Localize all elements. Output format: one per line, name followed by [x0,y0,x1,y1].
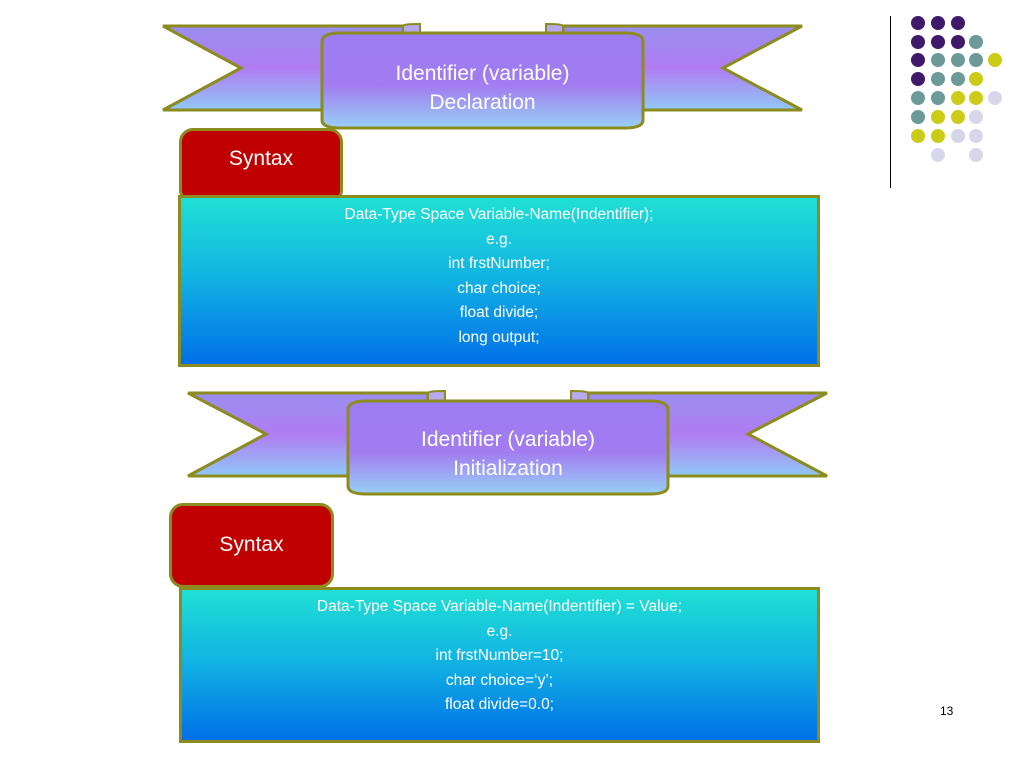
dot [969,148,983,162]
dot [911,53,925,67]
dot [988,91,1002,105]
dot [911,72,925,86]
dot [969,110,983,124]
initialization-syntax-box: Data-Type Space Variable-Name(Indentifie… [179,587,820,743]
declaration-syntax-box: Data-Type Space Variable-Name(Indentifie… [178,195,820,367]
dot [911,91,925,105]
syntax-line: int frstNumber=10; [435,647,564,664]
syntax-line: e.g. [486,622,513,640]
dot [931,148,945,162]
banner-title-line2: Declaration [429,91,536,114]
dot [951,129,965,143]
dot [951,72,965,86]
dot [951,35,965,49]
initialization-ribbon [187,389,828,496]
dot [969,53,983,67]
dot [951,16,965,30]
syntax-line: char choice; [457,279,541,297]
syntax-line: char choice=‘y’; [445,671,554,689]
dot [951,110,965,124]
dot [911,129,925,143]
syntax-line: long output; [458,328,540,346]
vertical-divider [890,16,891,188]
syntax-line: int frstNumber; [448,255,550,272]
syntax-line: float divide=0.0; [444,696,554,713]
dot [969,91,983,105]
initialization-banner-title: Identifier (variable) Initialization [348,425,668,483]
dot [911,35,925,49]
dot [931,129,945,143]
dot [931,72,945,86]
syntax-line: e.g. [486,230,512,248]
declaration-ribbon [162,22,803,130]
syntax-label: Syntax [228,147,294,170]
syntax-line: Data-Type Space Variable-Name(Indentifie… [316,598,683,615]
dot [931,16,945,30]
syntax-line: float divide; [459,304,539,321]
syntax-line: Data-Type Space Variable-Name(Indentifie… [344,206,654,223]
banner-title-line2: Initialization [453,457,563,480]
syntax-label: Syntax [219,532,284,556]
page-number: 13 [940,704,954,718]
syntax-tab-initialization: Syntax [169,503,334,588]
dot [931,53,945,67]
dot [988,53,1002,67]
dot [969,35,983,49]
dot [951,91,965,105]
dot [969,129,983,143]
banner-title-line1: Identifier (variable) [421,428,595,451]
dot [951,53,965,67]
banner-title-line1: Identifier (variable) [395,62,570,85]
declaration-banner-title: Identifier (variable) Declaration [322,59,643,117]
dot [931,110,945,124]
dot [931,35,945,49]
dot [911,110,925,124]
dot [969,72,983,86]
dot [911,16,925,30]
syntax-tab-declaration: Syntax [179,128,343,204]
dot [931,91,945,105]
